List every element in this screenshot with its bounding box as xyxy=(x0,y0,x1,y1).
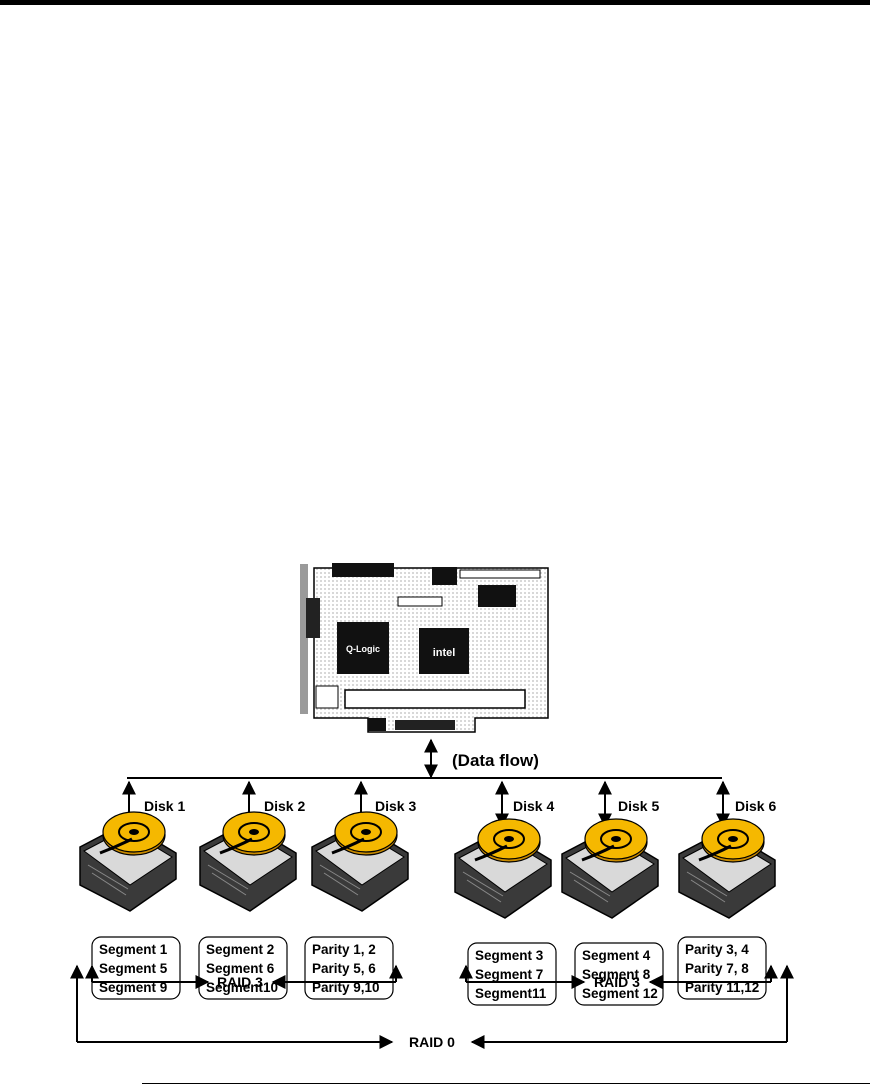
disk-5-label: Disk 5 xyxy=(618,798,659,814)
disk-1: Disk 1 Segment 1 Segment 5 Segment 9 xyxy=(79,780,185,1000)
disk-3: Disk 3 Parity 1, 2 Parity 5, 6 Parity 9,10 xyxy=(304,780,416,1000)
disk-4: Disk 4 Segment 3 Segment 7 Segment11 xyxy=(454,780,557,1006)
qlogic-chip-label: Q-Logic xyxy=(346,644,380,654)
disk-2: Disk 2 Segment 2 Segment 6 Segment10 xyxy=(198,780,305,1000)
disk-6: Disk 6 Parity 3, 4 Parity 7, 8 Parity 11,12 xyxy=(677,780,776,1000)
segment-line: Segment 4 xyxy=(582,948,651,963)
raid0-group: RAID 0 xyxy=(70,964,794,1050)
raid3-group-right: RAID 3 xyxy=(459,964,778,990)
hard-drive-icon xyxy=(311,811,409,912)
segment-line: Segment10 xyxy=(206,980,278,995)
small-chip xyxy=(432,567,457,585)
bottom-rule xyxy=(142,1083,870,1084)
segment-line: Parity 5, 6 xyxy=(312,961,376,976)
segment-line: Segment 5 xyxy=(99,961,168,976)
top-rule xyxy=(0,0,870,5)
jumper-row xyxy=(459,569,541,579)
segment-line: Segment 1 xyxy=(99,942,168,957)
segment-line: Segment 3 xyxy=(475,948,544,963)
card-bracket xyxy=(300,564,308,714)
channel-connectors xyxy=(344,689,526,709)
intel-chip-label: intel xyxy=(433,647,456,659)
disk-3-label: Disk 3 xyxy=(375,798,416,814)
edge-contacts xyxy=(395,720,455,730)
segment-line: Segment 7 xyxy=(475,967,543,982)
segment-line: Segment 8 xyxy=(582,967,651,982)
raid3-right-label: RAID 3 xyxy=(594,974,640,990)
segment-line: Parity 3, 4 xyxy=(685,942,749,957)
disk-2-segment-box xyxy=(198,936,288,1000)
disk-2-label: Disk 2 xyxy=(264,798,305,814)
qlogic-chip xyxy=(337,622,389,674)
disk-6-label: Disk 6 xyxy=(735,798,776,814)
hard-drive-icon xyxy=(454,818,552,919)
disk-1-label: Disk 1 xyxy=(144,798,185,814)
intel-chip xyxy=(419,628,469,674)
segment-line: Segment11 xyxy=(475,986,547,1001)
hard-drive-icon xyxy=(678,818,776,919)
segment-line: Segment 12 xyxy=(582,986,658,1001)
disk-5-segment-box xyxy=(574,942,664,1006)
side-connector xyxy=(306,598,320,638)
segment-line: Parity 9,10 xyxy=(312,980,380,995)
hard-drive-icon xyxy=(79,811,177,912)
segment-line: Segment 6 xyxy=(206,961,275,976)
disk-5: Disk 5 Segment 4 Segment 8 Segment 12 xyxy=(561,780,664,1006)
top-connector xyxy=(332,563,394,577)
segment-line: Parity 11,12 xyxy=(685,980,759,995)
small-header xyxy=(397,596,443,607)
data-flow-label: (Data flow) xyxy=(452,751,539,770)
raid3-left-label: RAID 3 xyxy=(217,974,263,990)
segment-line: Segment 2 xyxy=(206,942,274,957)
segment-line: Parity 1, 2 xyxy=(312,942,376,957)
raid3-group-left: RAID 3 xyxy=(85,964,403,990)
memory-chip xyxy=(478,585,516,607)
raid0-label: RAID 0 xyxy=(409,1034,455,1050)
battery-pack xyxy=(315,685,339,709)
segment-line: Parity 7, 8 xyxy=(685,961,749,976)
disk-4-label: Disk 4 xyxy=(513,798,554,814)
hard-drive-icon xyxy=(199,811,297,912)
raid-controller-card: Q-Logic intel xyxy=(300,563,549,733)
edge-contact-left xyxy=(368,718,386,731)
segment-line: Segment 9 xyxy=(99,980,167,995)
hard-drive-icon xyxy=(561,818,659,919)
